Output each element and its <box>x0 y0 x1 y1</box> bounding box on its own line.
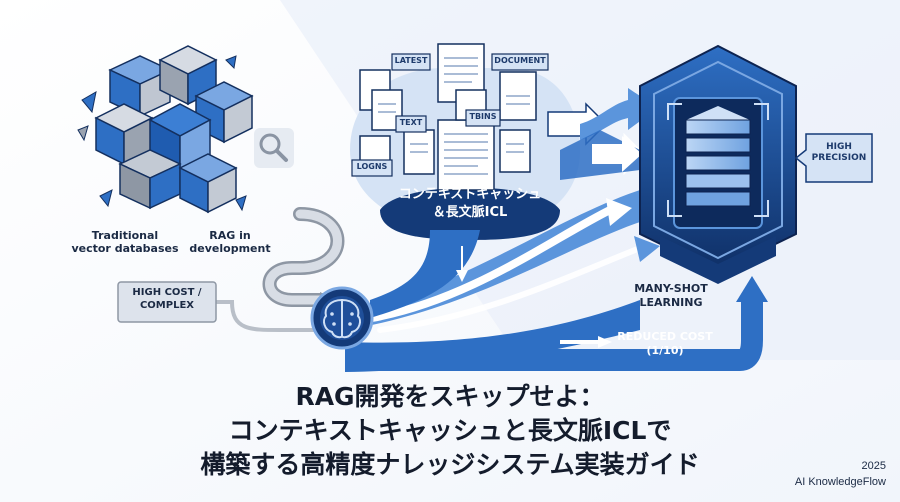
many-shot-label: MANY-SHOT LEARNING <box>634 282 708 309</box>
high-cost-label: HIGH COST / COMPLEX <box>132 287 202 311</box>
doc-tag-document: DOCUMENT <box>494 56 546 65</box>
high-precision-label: HIGH PRECISION <box>811 142 867 164</box>
traditional-label: Traditional vector databases <box>71 229 179 255</box>
document-stack <box>359 43 537 191</box>
knowledge-server-icon <box>639 44 797 284</box>
footer-year: 2025 <box>861 460 886 472</box>
document-tags <box>351 53 549 177</box>
high-cost-box <box>117 281 217 323</box>
doc-tag-text: TEXT <box>399 118 423 127</box>
high-precision-callout <box>794 133 873 183</box>
doc-tag-logns: LOGNS <box>356 162 388 171</box>
title-line-1: RAG開発をスキップせよ： <box>295 382 605 411</box>
grey-loop-arrows <box>212 207 345 332</box>
document-lines <box>378 57 530 175</box>
doc-tag-latest: LATEST <box>394 56 428 65</box>
doc-tag-tbins: TBINS <box>469 112 497 121</box>
magnifier-icon <box>254 128 294 168</box>
arrow-to-server-icon <box>592 136 642 172</box>
footer-brand: AI KnowledgeFlow <box>794 476 886 488</box>
reduced-cost-label: REDUCED COST (1/10) <box>617 330 713 357</box>
title-line-2: コンテキストキャッシュと長文脈ICLで <box>228 416 672 445</box>
title-line-3: 構築する高精度ナレッジシステム実装ガイド <box>200 450 700 479</box>
broken-cubes-illustration <box>77 45 254 214</box>
rag-development-label: RAG in development <box>189 229 271 255</box>
cloud-caption: コンテキストキャッシュ ＆長文脈ICL <box>398 187 542 220</box>
stream-arrow-icon <box>580 88 658 140</box>
brain-icon <box>310 286 374 350</box>
